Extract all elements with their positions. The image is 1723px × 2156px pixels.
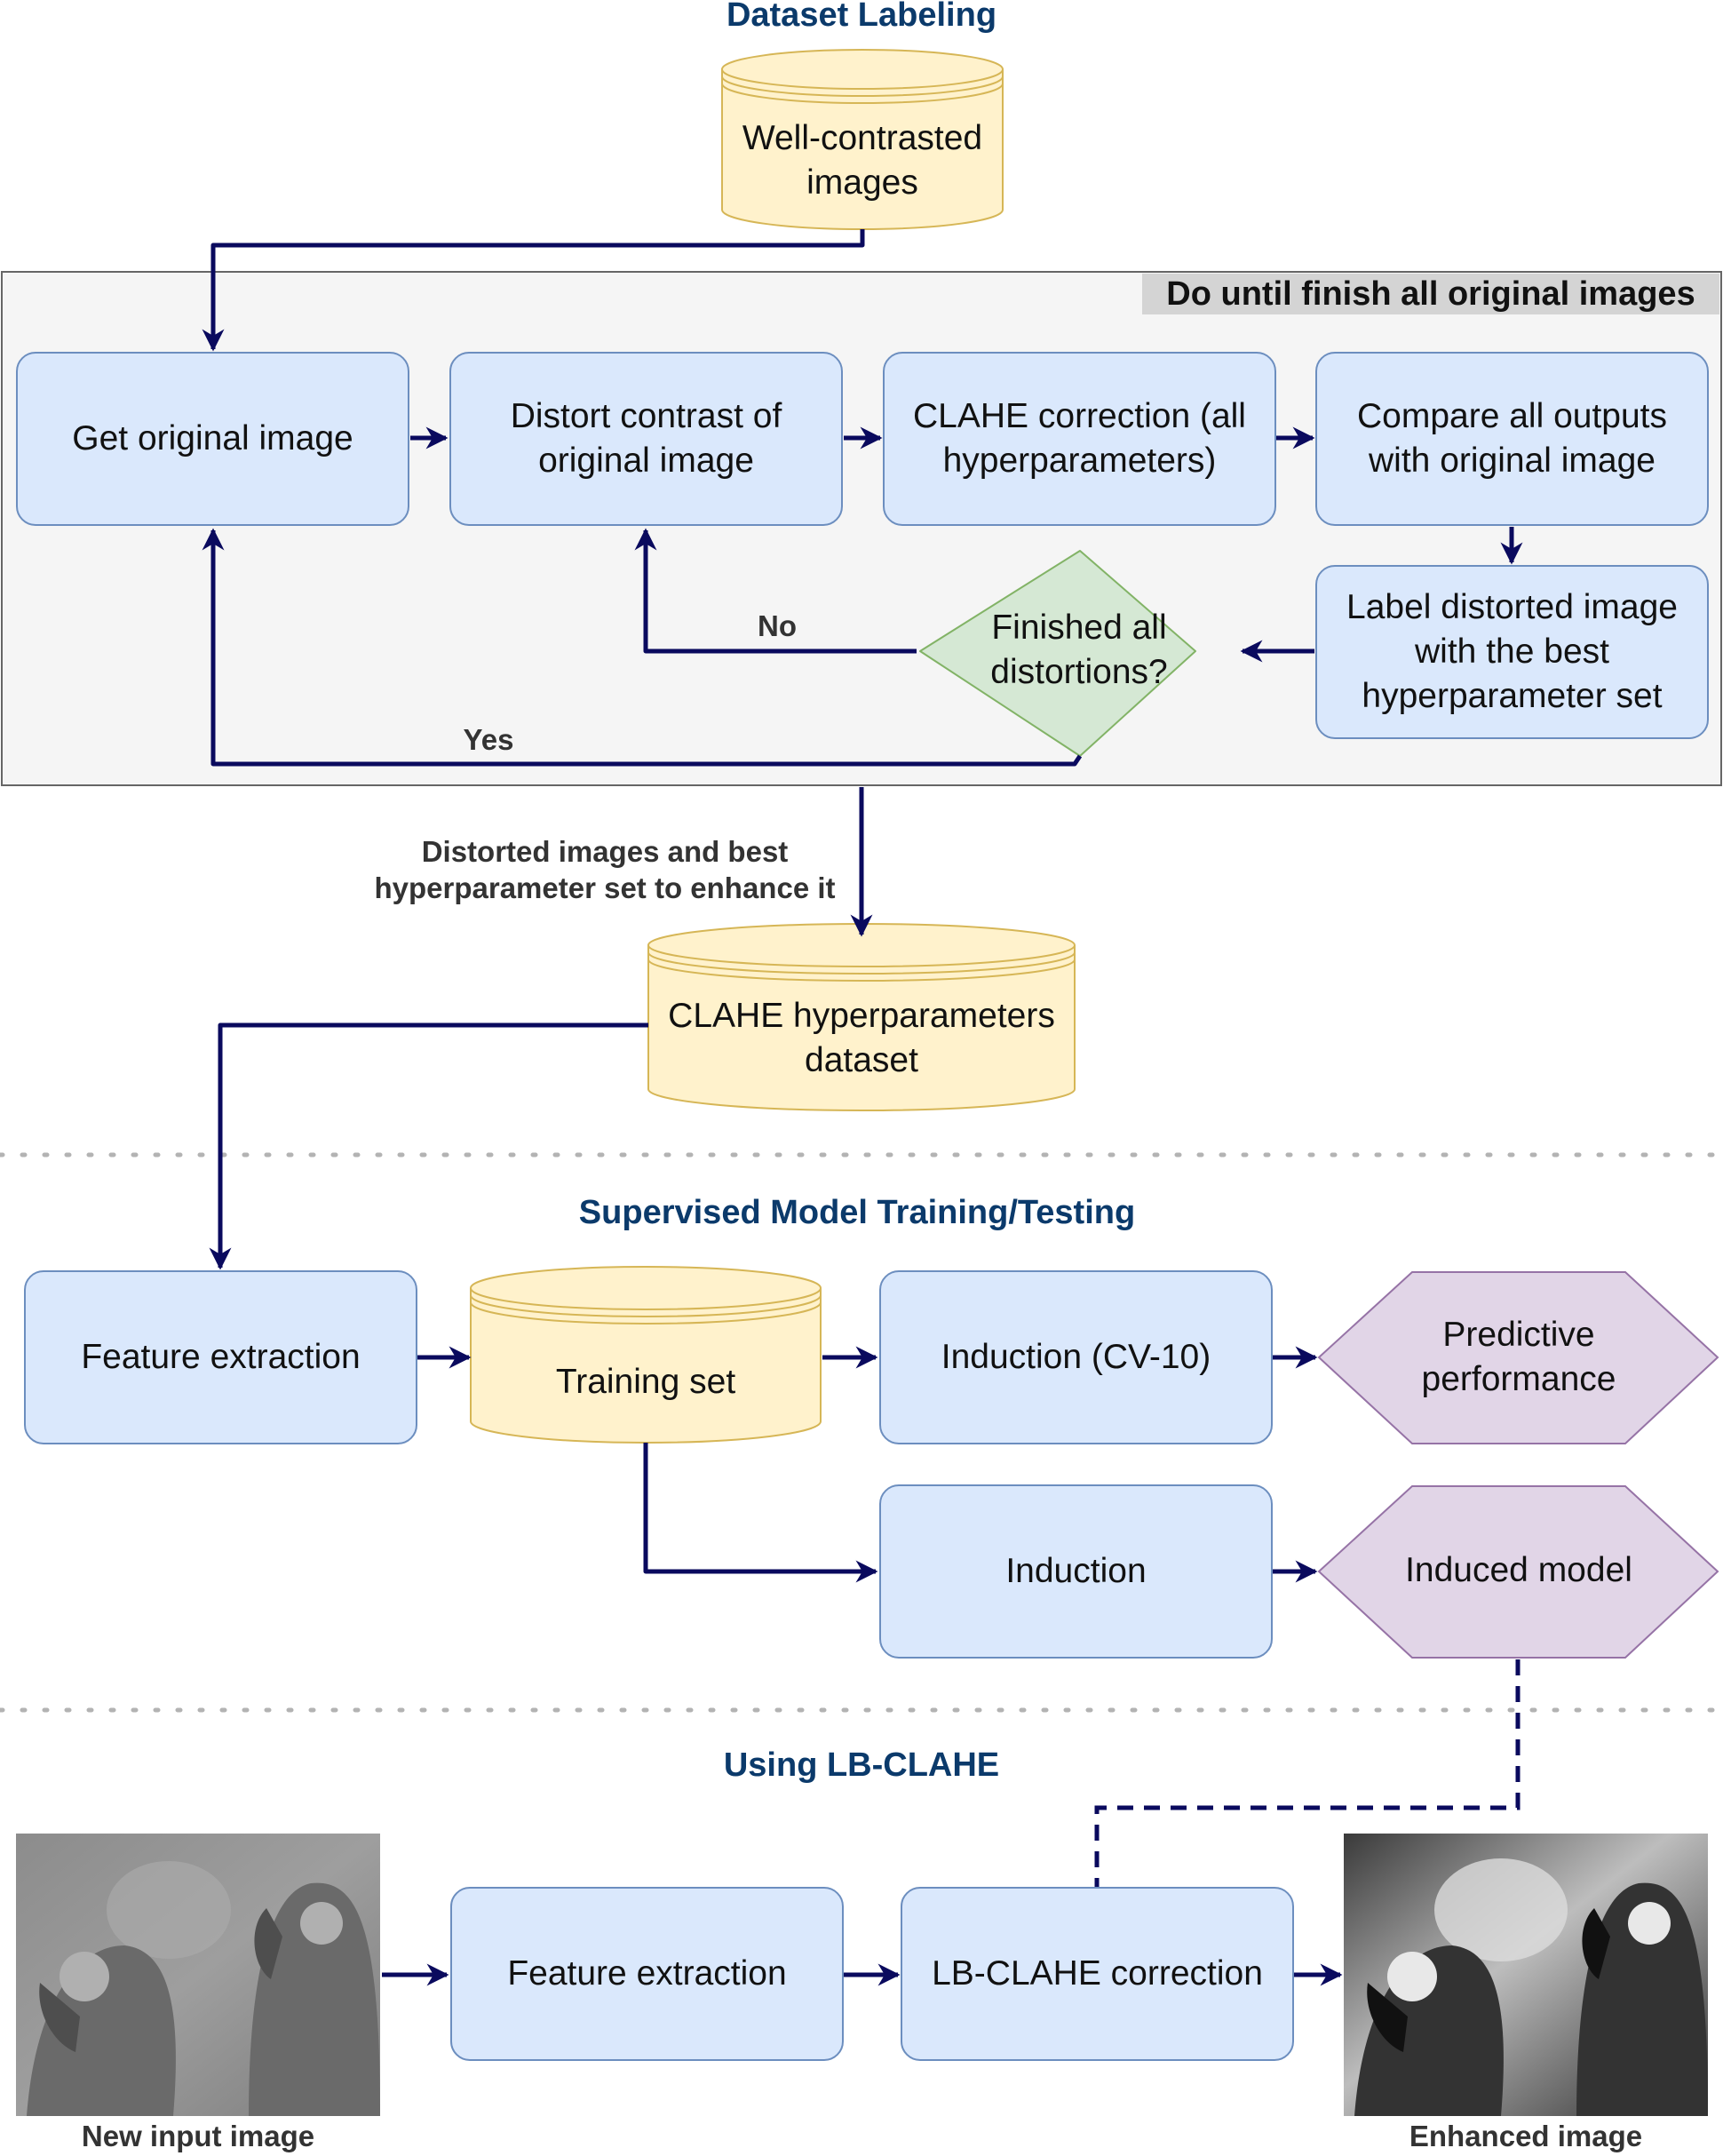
clahe-hyperparameters-dataset-database [647,923,1076,1111]
arrow-dataset-to-feature [209,1022,648,1270]
clahe-correction-step: CLAHE correction (all hyperparameters) [883,352,1276,526]
yes-branch-label: Yes [463,723,514,756]
training-section-title: Supervised Model Training/Testing [578,1194,1136,1231]
get-original-image-step: Get original image [16,352,409,526]
compare-outputs-step: Compare all outputs with original image [1315,352,1709,526]
new-input-image [16,1834,380,2116]
arrow-source-to-get-original [202,229,865,352]
training-set-database [470,1266,822,1444]
label-distorted-image-step: Label distorted image with the best hype… [1315,565,1709,739]
loop-condition-label: Do until finish all original images [1142,274,1719,314]
induced-model-hexagon [1317,1485,1719,1659]
enhanced-image [1344,1834,1708,2116]
dataset-output-note: Distorted images and best hyperparameter… [374,835,836,905]
dataset-labeling-title: Dataset Labeling [726,0,997,34]
new-input-image-caption: New input image [81,2120,315,2152]
arrow-decision-no [634,528,917,654]
lb-clahe-correction-step: LB-CLAHE correction [901,1887,1294,2061]
induction-cv-step: Induction (CV-10) [879,1270,1273,1444]
arrow-decision-yes [202,528,1083,767]
enhanced-image-caption: Enhanced image [1409,2120,1643,2152]
using-feature-extraction-step: Feature extraction [450,1887,844,2061]
dashed-model-link [1094,1659,1521,1888]
well-contrasted-images-database [721,49,1004,230]
distort-contrast-step: Distort contrast of original image [449,352,843,526]
predictive-performance-hexagon [1317,1271,1719,1444]
induction-step: Induction [879,1484,1273,1659]
using-section-title: Using LB-CLAHE [723,1746,1000,1784]
arrow-training-to-induction [643,1443,878,1583]
no-branch-label: No [758,609,797,642]
feature-extraction-step: Feature extraction [24,1270,417,1444]
